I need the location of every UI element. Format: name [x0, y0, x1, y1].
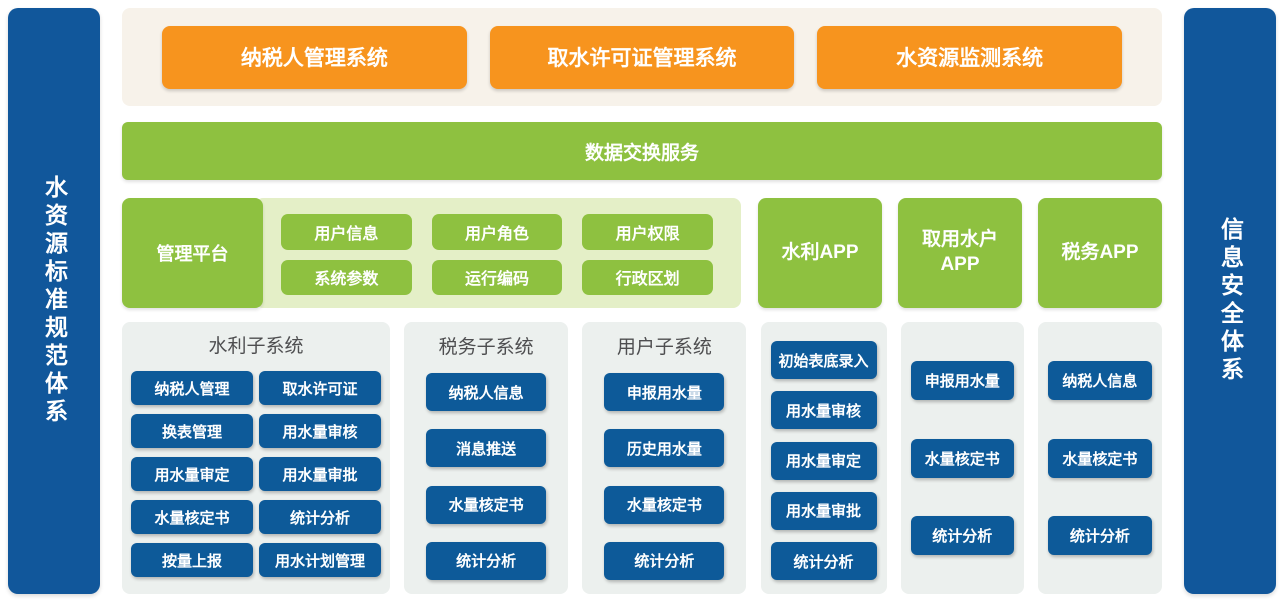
app-function-block[interactable]: 统计分析 [770, 542, 877, 580]
app-function-block[interactable]: 用水量审定 [770, 441, 877, 480]
subsystem-function-block[interactable]: 纳税人管理 [131, 371, 253, 405]
subsystem-function-block[interactable]: 水量核定书 [426, 485, 547, 524]
platform-module-block[interactable]: 用户权限 [582, 214, 713, 250]
subsystem-panel-water: 水利子系统 纳税人管理 取水许可证 换表管理 用水量审核 用水量审定 用水量审批 [122, 322, 390, 594]
pillar-standards: 水资源标准规范体系 [8, 8, 100, 594]
platform-module-block[interactable]: 用户信息 [281, 214, 412, 250]
subsystem-function-block[interactable]: 用水量审批 [259, 457, 381, 491]
subsystem-function-block[interactable]: 水量核定书 [604, 485, 725, 524]
subsystem-function-block[interactable]: 统计分析 [426, 541, 547, 580]
app-block[interactable]: 税务APP [1038, 198, 1162, 308]
app-module-panel-water: 初始表底录入 用水量审核 用水量审定 用水量审批 统计分析 [760, 322, 887, 594]
subsystem-panel-tax-items: 纳税人信息 消息推送 水量核定书 统计分析 [426, 373, 547, 580]
subsystem-function-block[interactable]: 用水计划管理 [259, 543, 381, 577]
subsystem-panel-user-title: 用户子系统 [616, 337, 712, 358]
pillar-standards-label: 水资源标准规范体系 [41, 175, 68, 427]
subsystem-function-block[interactable]: 用水量审定 [131, 457, 253, 491]
subsystem-function-block[interactable]: 水量核定书 [131, 500, 253, 534]
subsystems-row: 水利子系统 纳税人管理 取水许可证 换表管理 用水量审核 用水量审定 用水量审批 [122, 322, 1162, 594]
app-module-panel-tax: 纳税人信息 水量核定书 统计分析 [1037, 322, 1162, 594]
subsystem-panel-water-title: 水利子系统 [208, 336, 304, 357]
subsystem-function-block[interactable]: 用水量审核 [259, 414, 381, 448]
subsystem-panel-tax-title: 税务子系统 [438, 337, 534, 358]
app-module-panel-watertaker: 申报用水量 水量核定书 统计分析 [900, 322, 1024, 594]
subsystem-function-block[interactable]: 取水许可证 [259, 371, 381, 405]
external-system-block[interactable]: 纳税人管理系统 [162, 25, 467, 89]
subsystem-function-block[interactable]: 历史用水量 [604, 429, 725, 468]
pillar-security: 信息安全体系 [1184, 8, 1276, 594]
app-function-block[interactable]: 用水量审批 [770, 491, 877, 530]
pillar-security-label: 信息安全体系 [1217, 217, 1244, 385]
subsystem-function-block[interactable]: 纳税人信息 [426, 373, 547, 411]
platform-module-block[interactable]: 系统参数 [281, 259, 412, 295]
data-exchange-service-bar[interactable]: 数据交换服务 [122, 122, 1162, 180]
external-system-block[interactable]: 水资源监测系统 [817, 25, 1123, 89]
subsystem-function-block[interactable]: 统计分析 [604, 541, 725, 580]
external-systems-band: 纳税人管理系统 取水许可证管理系统 水资源监测系统 [122, 8, 1162, 106]
app-function-block[interactable]: 水量核定书 [1047, 438, 1152, 478]
app-function-block[interactable]: 初始表底录入 [770, 341, 877, 379]
platform-module-block[interactable]: 行政区划 [582, 259, 713, 295]
subsystem-function-block[interactable]: 按量上报 [131, 543, 253, 577]
subsystem-function-block[interactable]: 消息推送 [426, 429, 547, 468]
app-function-block[interactable]: 用水量审核 [770, 391, 877, 430]
platform-row: 管理平台 用户信息 用户角色 用户权限 系统参数 运行编码 行政区划 [122, 198, 1162, 308]
external-system-block[interactable]: 取水许可证管理系统 [489, 25, 795, 89]
app-function-block[interactable]: 水量核定书 [910, 438, 1014, 478]
app-block[interactable]: 取用水户APP [898, 198, 1022, 308]
diagram-main: 纳税人管理系统 取水许可证管理系统 水资源监测系统 数据交换服务 管理平台 用户… [122, 8, 1162, 594]
platform-module-block[interactable]: 用户角色 [431, 214, 563, 250]
subsystem-panel-water-items: 纳税人管理 取水许可证 换表管理 用水量审核 用水量审定 用水量审批 水量核定书 [131, 371, 381, 577]
app-function-block[interactable]: 纳税人信息 [1047, 360, 1152, 400]
app-function-block[interactable]: 统计分析 [910, 516, 1014, 556]
platform-module-block[interactable]: 运行编码 [431, 259, 563, 295]
subsystem-function-block[interactable]: 统计分析 [259, 500, 381, 534]
subsystem-function-block[interactable]: 申报用水量 [604, 373, 725, 411]
app-blocks: 水利APP 取用水户APP 税务APP [758, 198, 1162, 308]
app-function-block[interactable]: 统计分析 [1047, 516, 1152, 556]
platform-modules-panel: 用户信息 用户角色 用户权限 系统参数 运行编码 行政区划 [255, 198, 741, 308]
subsystem-function-block[interactable]: 换表管理 [131, 414, 253, 448]
management-platform-block[interactable]: 管理平台 [122, 198, 263, 308]
subsystem-panel-user: 用户子系统 申报用水量 历史用水量 水量核定书 统计分析 [582, 322, 747, 594]
app-block[interactable]: 水利APP [758, 198, 882, 308]
subsystem-panel-user-items: 申报用水量 历史用水量 水量核定书 统计分析 [604, 373, 725, 580]
app-function-block[interactable]: 申报用水量 [910, 360, 1014, 400]
subsystem-panel-tax: 税务子系统 纳税人信息 消息推送 水量核定书 统计分析 [404, 322, 569, 594]
